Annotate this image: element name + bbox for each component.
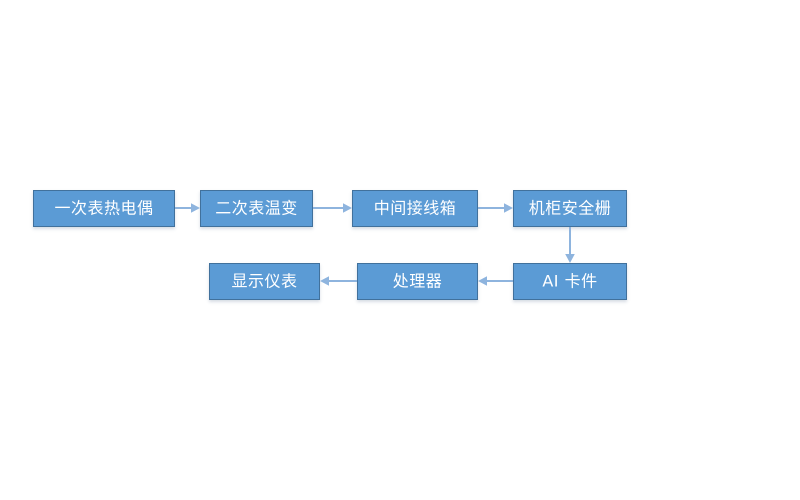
node-display-instrument[interactable]: 显示仪表 (209, 263, 320, 300)
node-label: 显示仪表 (231, 271, 298, 290)
connector-arrow-down-1 (561, 227, 579, 263)
node-ai-card[interactable]: AI 卡件 (513, 263, 627, 300)
node-label: 二次表温变 (215, 198, 298, 217)
connector-arrow-right-3 (478, 199, 513, 217)
node-cabinet-safety-barrier[interactable]: 机柜安全栅 (513, 190, 627, 227)
connector-arrow-right-1 (175, 199, 200, 217)
connector-arrow-left-1 (478, 272, 513, 290)
node-primary-thermocouple[interactable]: 一次表热电偶 (33, 190, 175, 227)
node-label: AI 卡件 (542, 271, 598, 290)
node-label: 一次表热电偶 (54, 198, 154, 217)
node-junction-box[interactable]: 中间接线箱 (352, 190, 478, 227)
node-secondary-transmitter[interactable]: 二次表温变 (200, 190, 313, 227)
node-label: 处理器 (392, 271, 443, 290)
node-processor[interactable]: 处理器 (357, 263, 478, 300)
connector-arrow-right-2 (313, 199, 352, 217)
node-label: 机柜安全栅 (528, 198, 612, 217)
connector-arrow-left-2 (320, 272, 357, 290)
node-label: 中间接线箱 (373, 198, 457, 217)
